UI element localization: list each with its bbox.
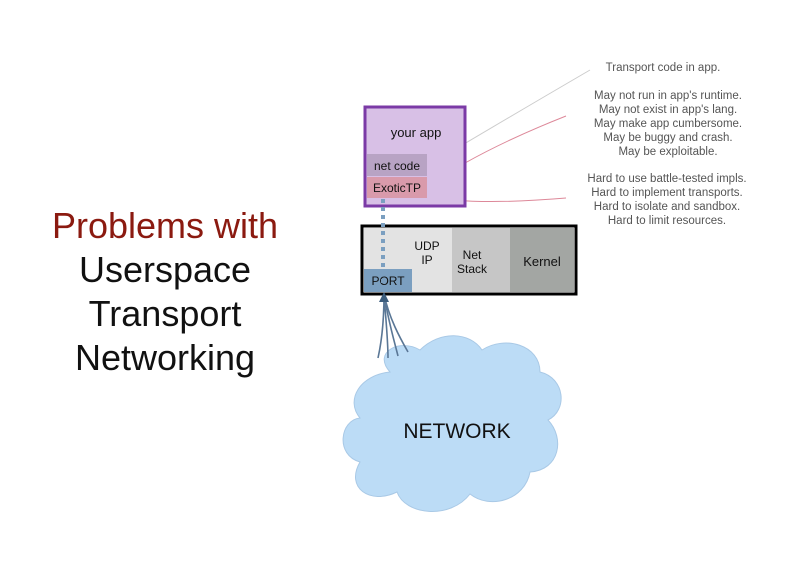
udp-label: UDP xyxy=(414,239,439,253)
note-line: Hard to use battle-tested impls. xyxy=(587,173,747,185)
exotic-label: ExoticTP xyxy=(373,181,421,195)
net-code-block xyxy=(367,154,427,176)
exotic-block xyxy=(367,177,427,198)
note-line: Hard to implement transports. xyxy=(591,187,743,199)
note-group-hard: Hard to use battle-tested impls. Hard to… xyxy=(556,172,778,228)
net-code-label: net code xyxy=(374,159,420,173)
note-line: Hard to isolate and sandbox. xyxy=(593,201,741,213)
app-label: your app xyxy=(391,125,442,140)
net-stack-block xyxy=(452,228,510,292)
port-block xyxy=(364,269,412,292)
ip-label: IP xyxy=(421,253,432,267)
net-stack-label: Stack xyxy=(457,262,488,276)
kernel-block xyxy=(510,228,574,292)
note-group-app-issues: May not run in app's runtime. May not ex… xyxy=(558,89,778,159)
title-line-1: Problems with xyxy=(51,205,279,246)
network-label: NETWORK xyxy=(403,420,510,443)
note-line: Transport code in app. xyxy=(605,62,721,74)
note-line: May not exist in app's lang. xyxy=(598,104,738,116)
title-line-3: Transport xyxy=(88,293,242,334)
slide-title: Problems with Userspace Transport Networ… xyxy=(20,204,310,380)
title-line-4: Networking xyxy=(74,337,256,378)
arrow-head-icon xyxy=(379,292,389,302)
kernel-label: Kernel xyxy=(523,254,561,269)
note-group-transport: Transport code in app. xyxy=(568,61,758,75)
network-cloud xyxy=(342,335,562,512)
note-line: May be buggy and crash. xyxy=(603,132,733,144)
note-line: May make app cumbersome. xyxy=(593,118,743,130)
note-line: May be exploitable. xyxy=(618,146,718,158)
port-label: PORT xyxy=(371,274,405,288)
net-label: Net xyxy=(463,248,482,262)
title-line-2: Userspace xyxy=(78,249,252,290)
note-line: Hard to limit resources. xyxy=(607,215,727,227)
note-line: May not run in app's runtime. xyxy=(594,90,742,102)
